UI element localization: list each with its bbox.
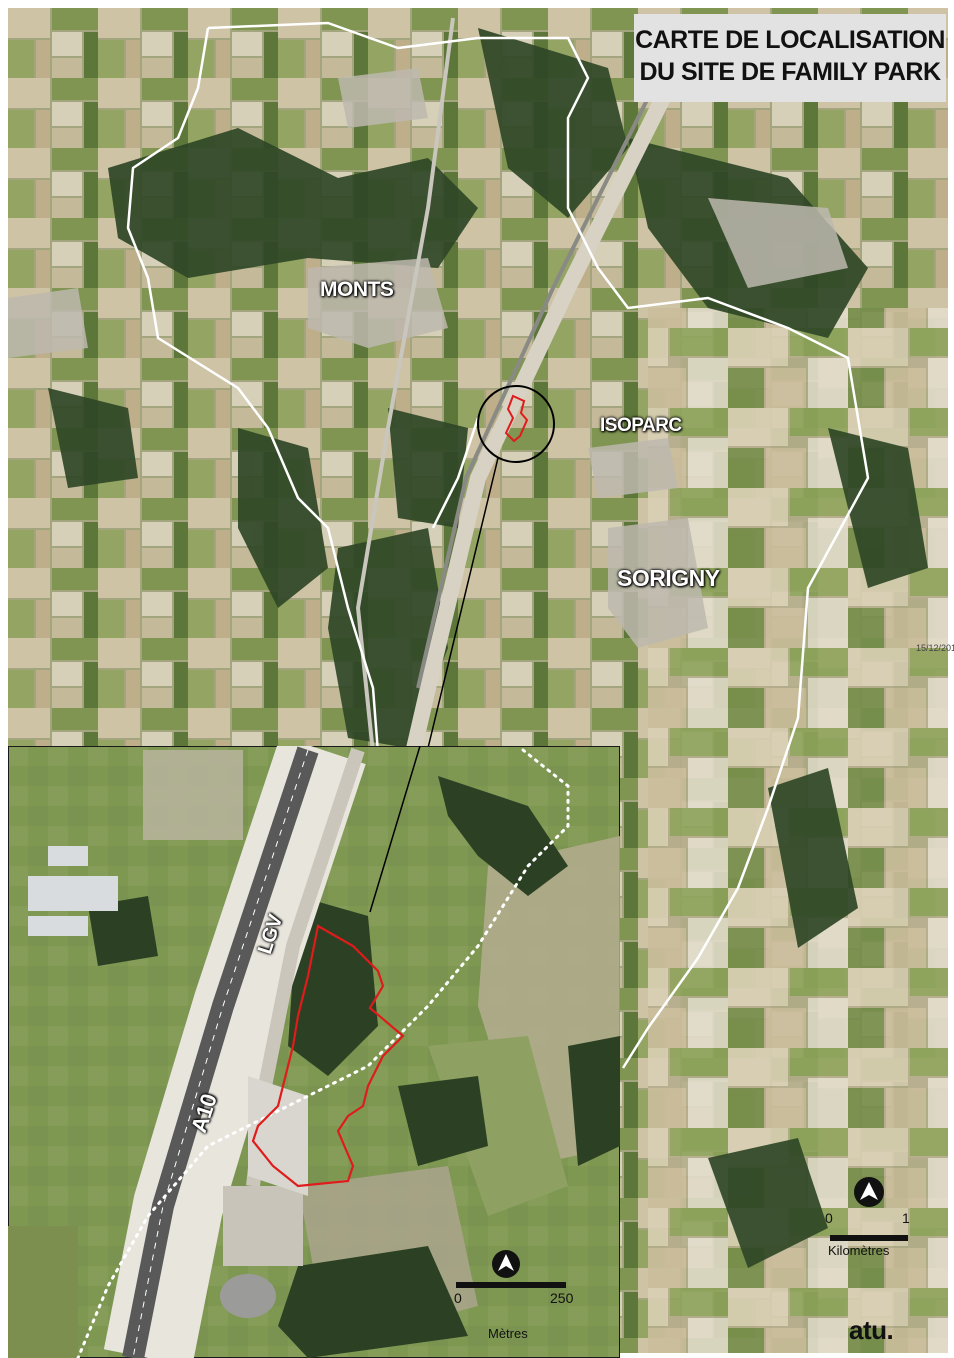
place-label-isoparc: ISOPARC (600, 415, 682, 436)
main-north-arrow-icon (854, 1177, 884, 1207)
atu-logo-text: atu. (849, 1315, 894, 1345)
inset-scale-start: 0 (454, 1290, 462, 1306)
date-stamp: 15/12/201 (916, 643, 954, 653)
map-title-line-2: DU SITE DE FAMILY PARK (639, 58, 941, 86)
main-scale-unit: Kilomètres (828, 1243, 890, 1258)
main-scale-end: 1 (902, 1210, 910, 1226)
inset-scale-unit: Mètres (488, 1326, 528, 1341)
map-title-line-1: CARTE DE LOCALISATION (635, 26, 945, 54)
inset-north-arrow-icon (492, 1250, 520, 1278)
map-title-box: CARTE DE LOCALISATION DU SITE DE FAMILY … (634, 14, 946, 102)
atu-logo: atu. (849, 1315, 894, 1346)
place-label-monts: MONTS (320, 278, 394, 301)
inset-scale-end: 250 (550, 1290, 574, 1306)
inset-aerial-map (8, 746, 620, 1358)
main-scale-start: 0 (825, 1210, 833, 1226)
place-label-sorigny: SORIGNY (617, 565, 720, 591)
